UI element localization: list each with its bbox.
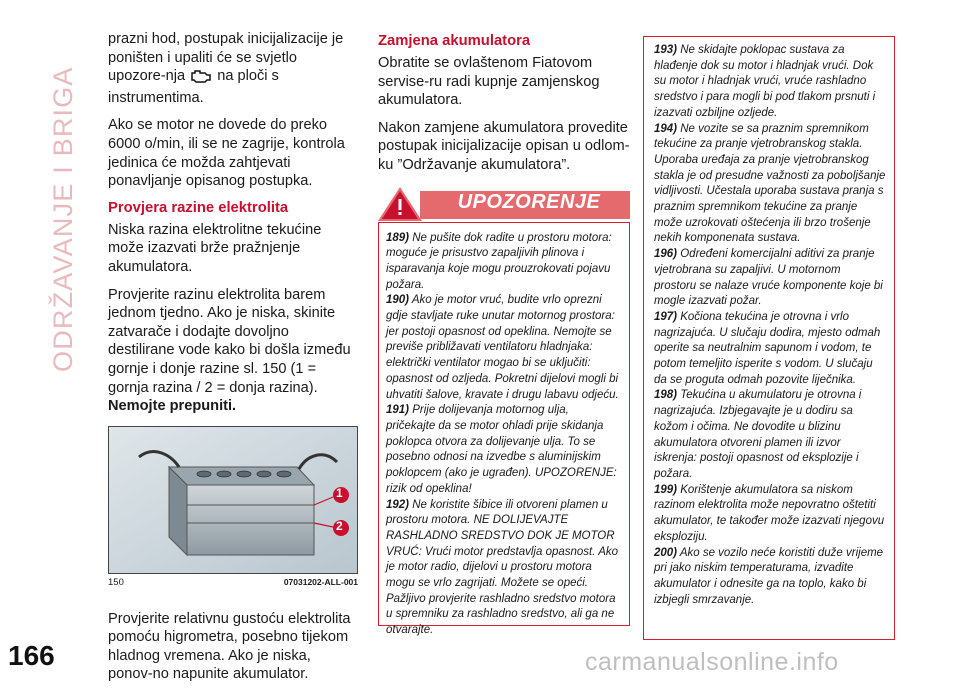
column-right-warning-continued: 193) Ne skidajte poklopac sustava za hla… — [643, 36, 895, 640]
paragraph-rpm: Ako se motor ne dovede do preko 6000 o/m… — [108, 117, 345, 190]
warning-item-text: Ne skidajte poklopac sustava za hlađenje… — [654, 44, 876, 119]
column-middle: Zamjena akumulatora Obratite se ovlašten… — [378, 30, 630, 636]
heading-battery-replacement: Zamjena akumulatora — [378, 33, 531, 49]
warning-item-text: Korištenje akumulatora sa niskom razinom… — [654, 483, 885, 543]
warning-item-text: Ne koristite šibice ili otvoreni plamen … — [386, 498, 619, 637]
warning-item: 194) Ne vozite se sa praznim spremnikom … — [654, 122, 886, 248]
warning-item-text: Ako se vozilo neće koristiti duže vrijem… — [654, 546, 884, 606]
warning-item-number: 200) — [654, 546, 678, 559]
warning-item: 192) Ne koristite šibice ili otvoreni pl… — [386, 498, 621, 639]
warning-item: 190) Ako je motor vruć, budite vrlo opre… — [386, 293, 621, 403]
warning-item: 191) Prije dolijevanja motornog ulja, pr… — [386, 403, 621, 497]
do-not-overfill-text: Nemojte prepuniti. — [108, 398, 237, 415]
section-side-title: ODRŽAVANJE I BRIGA — [48, 66, 78, 372]
callout-lower-level: 2 — [336, 518, 343, 533]
paragraph-weekly-check: Provjerite razinu elektrolita barem jedn… — [108, 286, 358, 416]
watermark-text: carmanualsonline.info — [585, 648, 839, 676]
warning-title: UPOZORENJE — [457, 191, 601, 214]
heading-electrolyte-check: Provjera razine elektrolita — [108, 199, 289, 216]
warning-item-text: Prije dolijevanja motornog ulja, pričeka… — [386, 404, 617, 495]
figure-caption: 150 07031202-ALL-001 — [108, 577, 358, 588]
warning-item: 199) Korištenje akumulatora sa niskom ra… — [654, 483, 886, 546]
paragraph-dealer: Obratite se ovlaštenom Fiatovom servise-… — [378, 55, 600, 109]
warning-item-number: 197) — [654, 310, 678, 323]
warning-item-number: 190) — [386, 294, 410, 307]
warning-box: 189) Ne pušite dok radite u prostoru mot… — [378, 221, 630, 636]
column-left: prazni hod, postupak inicijalizacije je … — [108, 30, 358, 693]
warning-item: 189) Ne pušite dok radite u prostoru mot… — [386, 231, 621, 294]
warning-item-number: 191) — [386, 404, 410, 417]
warning-item: 197) Kočiona tekućina je otrovna i vrlo … — [654, 310, 886, 389]
paragraph-text: Provjerite razinu elektrolita barem jedn… — [108, 286, 351, 396]
figure-code: 07031202-ALL-001 — [283, 576, 358, 587]
paragraph-text: na ploči s instrumentima. — [108, 68, 279, 106]
callout-upper-level: 1 — [336, 485, 343, 500]
warning-item-number: 196) — [654, 248, 678, 261]
paragraph-reset-note: prazni hod, postupak inicijalizacije je … — [108, 30, 358, 107]
warning-item: 196) Određeni komercijalni aditivi za pr… — [654, 247, 886, 310]
warning-header: UPOZORENJE — [378, 184, 630, 222]
warning-item-text: Kočiona tekućina je otrovna i vrlo nagri… — [654, 310, 881, 386]
warning-item: 193) Ne skidajte poklopac sustava za hla… — [654, 43, 886, 122]
warning-item-text: Tekućina u akumulatoru je otrovna i nagr… — [654, 389, 862, 480]
warning-item-number: 192) — [386, 498, 410, 511]
warning-item-number: 189) — [386, 231, 410, 244]
warning-item-number: 199) — [654, 483, 678, 496]
warning-item-text: Ne pušite dok radite u prostoru motora: … — [386, 231, 612, 291]
engine-warning-icon — [190, 69, 212, 89]
warning-item-text: Određeni komercijalni aditivi za pranje … — [654, 248, 883, 308]
paragraph-hydrometer: Provjerite relativnu gustoću elektrolita… — [108, 610, 351, 683]
warning-item-number: 198) — [654, 389, 678, 402]
warning-item-number: 194) — [654, 122, 678, 135]
warning-item-text: Ako je motor vruć, budite vrlo oprezni g… — [386, 294, 619, 401]
battery-figure: 1 2 — [108, 425, 358, 574]
warning-item: 200) Ako se vozilo neće koristiti duže v… — [654, 546, 886, 609]
paragraph-text: prazni hod, postupak inicijalizacije je … — [108, 31, 344, 85]
page-number: 166 — [8, 640, 55, 671]
paragraph-low-level: Niska razina elektrolitne tekućine može … — [108, 221, 322, 275]
warning-item-text: Ne vozite se sa praznim spremnikom tekuć… — [654, 122, 886, 245]
warning-item-number: 193) — [654, 44, 678, 56]
figure-number: 150 — [108, 576, 124, 588]
paragraph-init-procedure: Nakon zamjene akumulatora provedite post… — [378, 119, 630, 173]
warning-header-bg — [378, 186, 630, 221]
warning-item: 198) Tekućina u akumulatoru je otrovna i… — [654, 388, 886, 482]
